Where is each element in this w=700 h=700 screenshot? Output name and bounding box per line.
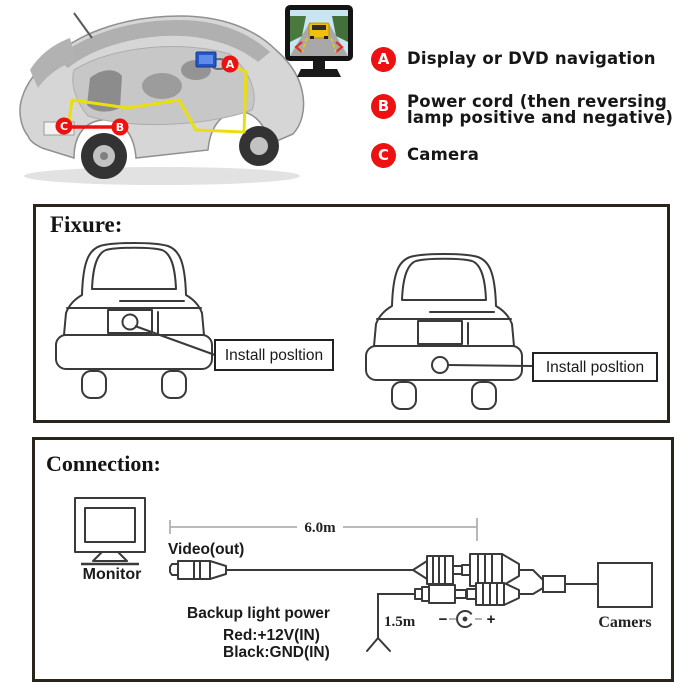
badge-c-letter: C bbox=[60, 120, 68, 133]
install-label-left: Install posltion bbox=[225, 347, 323, 364]
main-cable-length-label: 6.0m bbox=[304, 520, 336, 536]
legend-row-a: A Display or DVD navigation bbox=[371, 47, 656, 72]
polarity-positive: + bbox=[487, 611, 496, 628]
install-label-right: Install posltion bbox=[546, 359, 644, 376]
monitor-stand-base bbox=[297, 69, 341, 77]
install-label-box-right bbox=[532, 352, 658, 382]
front-wheel-rim bbox=[250, 137, 268, 155]
video-out-label: Video(out) bbox=[168, 541, 244, 558]
rear-wheel-hub bbox=[100, 152, 108, 160]
camera-install-hole-left bbox=[121, 313, 139, 331]
connection-title: Connection: bbox=[46, 451, 161, 476]
dash-display-screen bbox=[199, 55, 213, 64]
legend-badge-a: A bbox=[371, 47, 396, 72]
fixure-title: Fixure: bbox=[50, 212, 123, 237]
rca-connector-pair bbox=[412, 553, 544, 587]
dc-power-connector-pair bbox=[414, 582, 544, 606]
legend-label-b-line1: Power cord (then reversing bbox=[407, 92, 668, 111]
badge-a: A bbox=[221, 55, 239, 73]
legend-row-c: C Camera bbox=[371, 143, 479, 168]
connection-section: Connection: Monitor 6.0m Video(out) bbox=[32, 437, 674, 682]
cable-route-line bbox=[67, 62, 248, 134]
badge-b-letter: B bbox=[116, 121, 124, 134]
car-roof bbox=[56, 20, 270, 68]
fixure-diagram: Install posltion Install posltion bbox=[55, 242, 658, 410]
parking-chevron-right bbox=[335, 41, 344, 53]
backup-power-wire bbox=[366, 593, 416, 652]
camera-box-icon bbox=[597, 562, 653, 608]
car-shadow bbox=[24, 167, 300, 185]
rear-window bbox=[30, 38, 76, 88]
legend-badge-b: B bbox=[371, 94, 396, 119]
connection-diagram: Monitor 6.0m Video(out) bbox=[74, 497, 653, 661]
polarity-negative: − bbox=[439, 611, 448, 628]
legend-label-c: Camera bbox=[407, 145, 480, 164]
polarity-ring bbox=[456, 610, 473, 628]
monitor-product-image bbox=[285, 5, 353, 77]
legend-row-b: B Power cord (then reversing lamp positi… bbox=[371, 92, 674, 127]
legend-label-b-line2: lamp positive and negative) bbox=[407, 108, 674, 127]
rca-plug-video-out bbox=[169, 560, 413, 580]
monitor-label: Monitor bbox=[83, 566, 142, 583]
monitor-icon bbox=[74, 497, 146, 566]
dimension-line-6m bbox=[169, 518, 478, 541]
monitor-stand-neck bbox=[313, 61, 325, 69]
legend-label-a: Display or DVD navigation bbox=[407, 49, 656, 68]
badge-c: C bbox=[55, 117, 73, 135]
antenna bbox=[73, 12, 93, 39]
power-cable-length-label: 1.5m bbox=[384, 614, 416, 630]
polarity-center-pin bbox=[462, 616, 468, 622]
backup-power-black-label: Black:GND(IN) bbox=[223, 644, 330, 661]
cable-junction bbox=[542, 575, 566, 593]
fixure-section: Fixure: Install posltion Install posltio… bbox=[33, 204, 670, 423]
camera-label: Camers bbox=[598, 614, 651, 631]
leader-line-left bbox=[134, 325, 216, 356]
camera-install-hole-right bbox=[431, 356, 449, 374]
badge-b: B bbox=[111, 118, 129, 136]
legend-badge-c: C bbox=[371, 143, 396, 168]
polarity-symbol: − + bbox=[439, 610, 496, 628]
parking-chevron-left bbox=[294, 41, 303, 53]
car-seat bbox=[142, 73, 182, 99]
car-cutaway-illustration: A B C bbox=[19, 12, 305, 185]
leader-line-right bbox=[447, 364, 534, 367]
badge-a-letter: A bbox=[226, 58, 235, 71]
backup-power-red-label: Red:+12V(IN) bbox=[223, 627, 320, 644]
backup-power-title: Backup light power bbox=[187, 605, 330, 622]
car-rear-seat bbox=[87, 70, 122, 112]
monitor-screen bbox=[290, 10, 348, 56]
install-label-box-left bbox=[214, 339, 334, 371]
car-rear-view-right bbox=[365, 253, 523, 410]
